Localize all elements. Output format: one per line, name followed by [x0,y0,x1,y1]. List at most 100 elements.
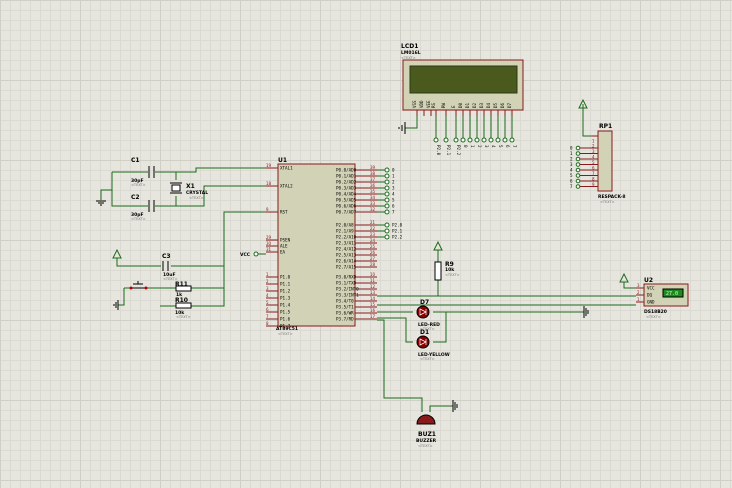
u1-net-terminal [384,191,390,197]
u1-right-pin-name: P2.2/A10 [336,235,357,240]
rp1-terminal [575,151,581,156]
u1-net-label: 2 [392,180,395,185]
x1-value: CRYSTAL [186,190,208,196]
u1-left-pin-name: XTAL1 [280,166,293,171]
rp1-terminal [575,173,581,178]
u1-right-pin-number: 33 [370,201,376,206]
lcd-pin-label-d7: D7 [507,102,512,108]
reset-pushbutton[interactable] [129,281,148,290]
rp1-net-label: 1 [570,151,573,156]
lcd-text-placeholder: <TEXT> [401,56,416,60]
c3-text-placeholder: <TEXT> [163,277,178,281]
lcd-pin-label-d3: D3 [479,102,484,108]
rp1-net-label: 7 [570,184,573,189]
rp1-net-label: 0 [570,146,573,151]
u1-right-pin-number: 13 [370,290,376,295]
u1-ref: U1 [278,157,287,164]
u1-right-pin-name: P3.7/RD [336,317,354,322]
u1-right-pin-number: 35 [370,189,376,194]
lcd-data-net-label: 3 [484,145,489,148]
u1-right-pin-number: 22 [370,226,376,231]
rp1-terminal [575,167,581,173]
u1-left-pin-name: P1.2 [280,289,291,294]
resistor-r10[interactable]: R10 10k <TEXT> [175,297,192,319]
d1-ref: D1 [420,329,429,336]
capacitor-c1[interactable]: C1 30pF <TEXT> [131,157,155,187]
led-d1[interactable]: D1 LED-YELLOW <TEXT> [416,329,450,361]
u1-left-pin-name: P1.1 [280,282,291,287]
u1-left-pin-name: P1.5 [280,310,291,315]
resistor-r11[interactable]: R11 1k [175,281,192,298]
u1-net-label: P2.1 [392,229,403,234]
rp1-terminal [575,162,581,167]
lcd-pin-label-d1: D1 [465,102,470,108]
crystal-symbol [171,184,181,192]
u2-pin-name: VCC [647,286,655,291]
u2-pin-number: 3 [637,283,640,288]
rp1-net-label: 5 [570,173,573,178]
capacitor-c3[interactable]: C3 10uF <TEXT> [162,253,178,281]
d7-value: LED-RED [418,322,440,328]
u1-right-pin-name: P0.4/AD4 [336,192,357,197]
u1-net-label: P2.0 [392,223,403,228]
r10-value: 10k [175,310,185,316]
rp1-pin-number: 8 [592,177,595,182]
buzzer-ground-symbol [452,400,458,412]
rp1-body [597,130,613,192]
rp1-terminal [575,178,581,184]
u1-right-pin-name: P3.5/T1 [336,305,354,310]
rp1-net-label: 3 [570,162,573,167]
u1-left-pin-name: EA [280,250,286,255]
u1-right-pin-name: P0.0/AD0 [336,168,357,173]
lcd-port-label: P2.0 [436,145,441,156]
u1-right-pin-name: P3.1/TXD [336,281,357,286]
led-d7[interactable]: D7 LED-RED <TEXT> [416,299,440,331]
u1-right-pin-name: P0.7/AD7 [336,210,357,215]
rp1-net-label: 4 [570,168,573,173]
rp1-terminal [575,184,581,189]
u1-right-pin-number: 26 [370,250,376,255]
u1-right-pin-number: 32 [370,207,376,212]
led-ground-symbol [583,306,589,318]
c3-ref: C3 [162,253,171,260]
u1-left-pin-name: P1.3 [280,296,291,301]
rp1-pin-number: 9 [592,182,595,187]
resistor-r9[interactable]: R9 10k <TEXT> [433,240,460,281]
d7-ref: D7 [420,299,429,306]
d1-value: LED-YELLOW [418,352,450,358]
vcc-terminal[interactable]: VCC [240,251,266,258]
reset-power-arrow [112,248,122,259]
buzzer-body [416,414,436,425]
buz-ref: BUZ1 [418,431,436,438]
buzzer-buz1[interactable]: BUZ1 BUZZER <TEXT> [416,414,437,448]
rp1-value: RESPACK-8 [598,194,626,200]
c2-value: 30pF [131,212,144,218]
u1-right-pin-number: 21 [370,220,376,225]
u1-left-pin-number: 2 [266,279,269,284]
lcd-ground-symbol [398,122,406,134]
d7-text-placeholder: <TEXT> [420,327,435,331]
u1-right-pin-name: P2.3/A11 [336,241,357,246]
rp1-pin-number: 6 [592,166,595,171]
capacitor-c2[interactable]: C2 30pF <TEXT> [131,194,155,221]
u1-net-terminal [384,185,390,191]
lcd-port-terminal [433,137,439,143]
lcd-pin-label-d4: D4 [486,102,491,108]
u1-left-pin-number: 9 [266,207,269,212]
u1-text-placeholder: <TEXT> [278,332,293,336]
u1-right-pin-name: P2.6/A14 [336,259,357,264]
u2-power-arrow [619,272,629,283]
lcd-pin-label-d5: D5 [493,102,498,108]
u1-left-pin-name: P1.6 [280,317,291,322]
rp1-net-label: 6 [570,179,573,184]
u1-right-pin-number: 28 [370,262,376,267]
u1-right-pin-number: 16 [370,308,376,313]
u1-net-label: P2.2 [392,235,403,240]
u1-right-pin-name: P0.5/AD5 [336,198,357,203]
crystal-x1[interactable]: X1 CRYSTAL <TEXT> [170,182,208,200]
